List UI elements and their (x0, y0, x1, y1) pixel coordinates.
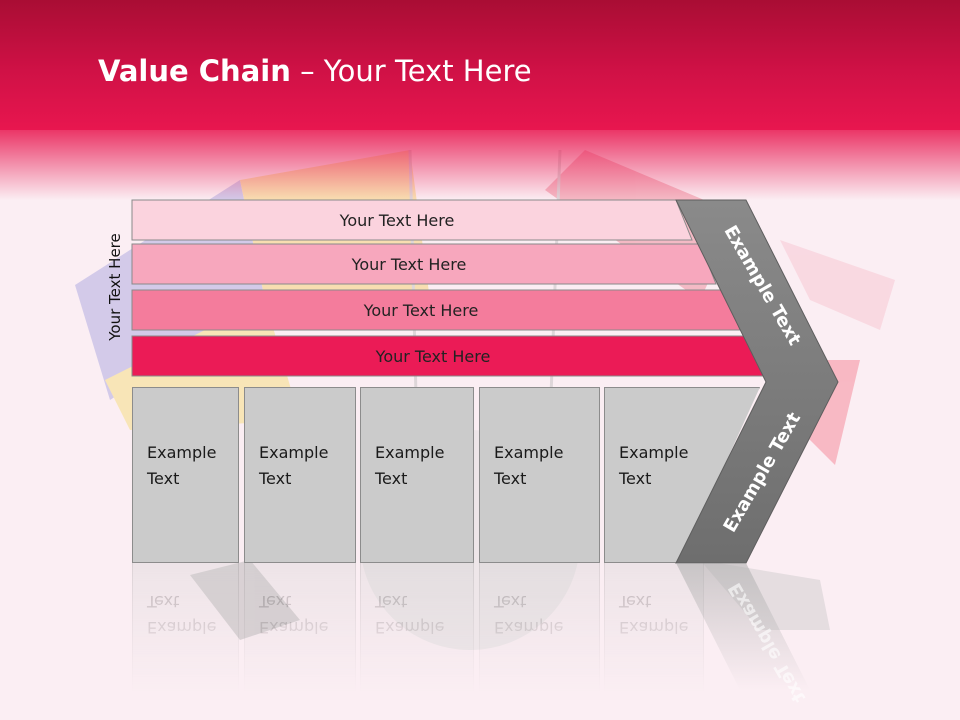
primary-box-3-line2: Text (375, 469, 408, 488)
primary-box-4-line1: Example (494, 443, 564, 462)
title-bold: Value Chain (98, 54, 291, 88)
primary-box-3-line1: Example (375, 443, 445, 462)
title-rest: – Your Text Here (290, 54, 532, 88)
page-title: Value Chain – Your Text Here (98, 54, 532, 88)
primary-box-5-line1: Example (619, 443, 689, 462)
primary-box-2-line2: Text (259, 469, 292, 488)
header-band (0, 0, 960, 130)
primary-box-2: Example Text (244, 387, 356, 563)
primary-box-2-line1: Example (259, 443, 329, 462)
primary-box-1: Example Text (132, 387, 239, 563)
header-fade (0, 130, 960, 200)
primary-box-4: Example Text (479, 387, 600, 563)
primary-box-3: Example Text (360, 387, 474, 563)
primary-box-4-line2: Text (494, 469, 527, 488)
primary-box-5-line2: Text (619, 469, 652, 488)
primary-box-1-line1: Example (147, 443, 217, 462)
primary-box-1-line2: Text (147, 469, 180, 488)
